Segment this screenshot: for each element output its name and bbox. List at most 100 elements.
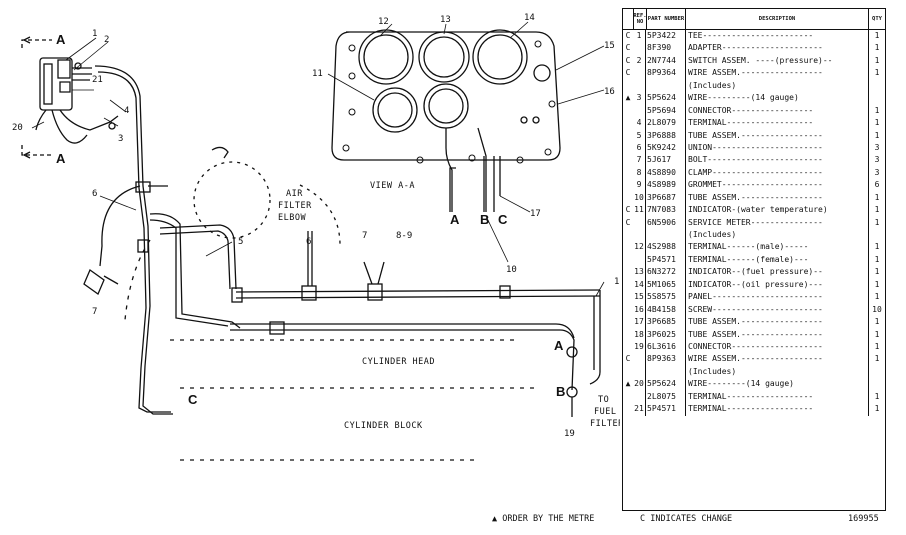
callout-20: 20 xyxy=(12,123,23,133)
quantity: 1 xyxy=(874,105,880,115)
part-number: 5P3422 xyxy=(646,30,686,43)
description: UNION----------------------- xyxy=(686,141,869,155)
callout-2: 2 xyxy=(104,35,109,45)
change-col-header xyxy=(623,9,634,29)
ref-no-header: REF. NO xyxy=(633,9,647,29)
callout-7: 7 xyxy=(362,231,367,241)
part-number: 3P6888 xyxy=(646,129,686,142)
change-flag: C xyxy=(625,55,631,65)
change-flag xyxy=(623,329,633,341)
table-row: 2L8075 TERMINAL------------------1 xyxy=(623,390,885,404)
view-a-a-label: VIEW A-A xyxy=(370,181,415,191)
quantity: 3 xyxy=(874,167,880,177)
ref-no xyxy=(633,253,646,267)
ref-no xyxy=(633,229,646,242)
description: GROMMET--------------------- xyxy=(686,179,869,192)
callout-15: 15 xyxy=(604,41,615,51)
ref-no: 20 xyxy=(633,378,646,391)
ref-no: 16 xyxy=(633,303,646,317)
ref-no: 9 xyxy=(633,179,646,192)
ref-no xyxy=(633,390,646,404)
description: TERMINAL------(female)--- xyxy=(686,253,869,267)
ref-no: 13 xyxy=(633,266,646,279)
callout-5: 5 xyxy=(238,237,243,247)
figure-number: 169955 xyxy=(848,514,879,524)
ref-no xyxy=(633,104,646,118)
description: PANEL----------------------- xyxy=(686,291,869,304)
description: CONNECTOR------------------- xyxy=(686,340,869,354)
part-number: 3P6685 xyxy=(646,316,686,329)
callout-6b: 6 xyxy=(306,237,311,247)
quantity: 1 xyxy=(874,192,880,202)
ref-no: 21 xyxy=(633,403,646,416)
change-flag xyxy=(623,80,633,92)
callout-12: 12 xyxy=(378,17,389,27)
part-number: 8F390 xyxy=(646,42,686,55)
ref-no: 3 xyxy=(633,92,646,105)
block-label-c: C xyxy=(188,392,198,407)
change-flag xyxy=(623,266,633,278)
ref-no: 4 xyxy=(633,117,646,130)
callout-16: 16 xyxy=(604,87,615,97)
callout-6: 6 xyxy=(92,189,97,199)
part-number: 3P6687 xyxy=(646,191,686,205)
callout-21: 21 xyxy=(92,75,103,85)
tube-label-a: A xyxy=(450,212,460,227)
callout-13: 13 xyxy=(440,15,451,25)
ref-no: 10 xyxy=(633,191,646,205)
table-row: (Includes) xyxy=(623,79,885,93)
description: TUBE ASSEM.----------------- xyxy=(686,129,869,142)
head-label-a: A xyxy=(554,338,564,353)
description: (Includes) xyxy=(686,365,869,379)
change-flag: ▲ xyxy=(625,379,631,389)
description: INDICATOR-(water temperature) xyxy=(686,204,869,217)
quantity xyxy=(869,92,885,104)
change-flag xyxy=(623,105,633,117)
change-flag xyxy=(623,229,633,241)
to-fuel-label-2: FUEL xyxy=(594,407,616,417)
table-row: (Includes) xyxy=(623,365,885,379)
part-number: 6N3272 xyxy=(646,266,686,279)
part-number: 5P4571 xyxy=(646,403,686,416)
part-number: 4B4158 xyxy=(646,303,686,317)
callout-1: 1 xyxy=(92,29,97,39)
ref-no xyxy=(633,79,646,93)
ref-no xyxy=(633,216,646,229)
quantity: 1 xyxy=(874,341,880,351)
cylinder-head-label: CYLINDER HEAD xyxy=(362,357,435,367)
ref-no xyxy=(633,67,646,80)
change-flag xyxy=(623,291,633,303)
change-flag xyxy=(623,279,633,291)
description: BOLT------------------------ xyxy=(686,154,869,167)
part-number: 5P5694 xyxy=(646,104,686,118)
description: WIRE ASSEM.----------------- xyxy=(686,67,869,80)
table-row: 5P4571 TERMINAL------(female)---1 xyxy=(623,253,885,267)
description: INDICATOR--(oil pressure)--- xyxy=(686,278,869,292)
description: WIRE ASSEM.----------------- xyxy=(686,353,869,366)
callout-14: 14 xyxy=(524,13,535,23)
quantity: 1 xyxy=(874,217,880,227)
ref-no xyxy=(633,353,646,366)
air-filter-label-3: ELBOW xyxy=(278,213,306,223)
part-number: 2L8079 xyxy=(646,117,686,130)
part-number: 3P6025 xyxy=(646,328,686,341)
callout-19: 19 xyxy=(564,429,575,439)
description: WIRE--------(14 gauge) xyxy=(686,378,869,391)
